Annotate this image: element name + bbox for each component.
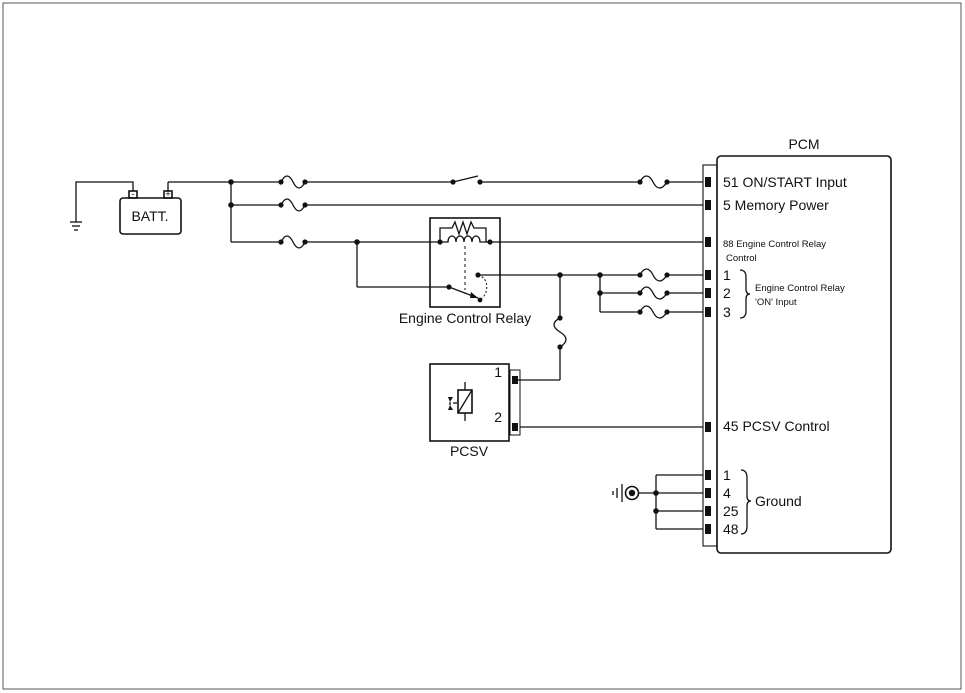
pin-on-start-label: 51 ON/START Input: [723, 174, 847, 190]
pcm-module: [702, 155, 892, 554]
fuse-icon: [280, 198, 306, 212]
engine-control-relay: [429, 217, 501, 308]
battery: - + BATT.: [119, 189, 182, 235]
pin-ecr-on-2: 2: [723, 285, 731, 301]
pcsv-pin2-label: 2: [494, 409, 502, 425]
body-ground-icon: [612, 484, 640, 502]
pin-memory-power-label: 5 Memory Power: [723, 197, 829, 213]
fuse-icon: [639, 175, 668, 189]
pcm-title: PCM: [788, 136, 819, 152]
fuse-icon: [280, 235, 306, 249]
battery-neg-label: -: [131, 189, 134, 200]
pcsv-pin1-label: 1: [494, 364, 502, 380]
ecr-on-input-label: Engine Control Relay: [755, 283, 845, 294]
ecr-on-input-label-2: 'ON' Input: [755, 297, 797, 308]
pcsv-valve: [429, 363, 521, 442]
junction-dots: [228, 179, 670, 245]
ground-wiring: [638, 474, 703, 530]
chassis-ground-icon: [70, 181, 134, 231]
pin-gnd-25: 25: [723, 503, 739, 519]
pin-ecr-on-1: 1: [723, 267, 731, 283]
fuse-icon: [639, 268, 668, 282]
pin-gnd-1: 1: [723, 467, 731, 483]
pin-ecr-control-label: 88 Engine Control Relay: [723, 239, 826, 250]
fuse-icon: [639, 286, 668, 300]
pin-ecr-on-3: 3: [723, 304, 731, 320]
battery-label: BATT.: [131, 208, 168, 224]
ignition-switch-icon: [450, 175, 483, 185]
pin-gnd-48: 48: [723, 521, 739, 537]
brace-icon: [739, 269, 751, 319]
fuse-icon: [553, 317, 567, 348]
pcm-connector-pins: [705, 177, 711, 534]
fuse-icon: [639, 305, 668, 319]
battery-pos-label: +: [165, 189, 171, 200]
ground-label: Ground: [755, 493, 802, 509]
pin-pcsv-control-label: 45 PCSV Control: [723, 418, 830, 434]
pin-gnd-4: 4: [723, 485, 731, 501]
pcsv-label: PCSV: [450, 443, 489, 459]
junction-dots: [557, 272, 670, 350]
brace-icon: [740, 469, 752, 535]
relay-label: Engine Control Relay: [399, 310, 531, 326]
fuse-icon: [280, 175, 306, 189]
wire-relay-feed: [231, 241, 449, 288]
wire-relay-output: [478, 274, 703, 381]
pin-ecr-control-label-2: Control: [726, 253, 757, 264]
